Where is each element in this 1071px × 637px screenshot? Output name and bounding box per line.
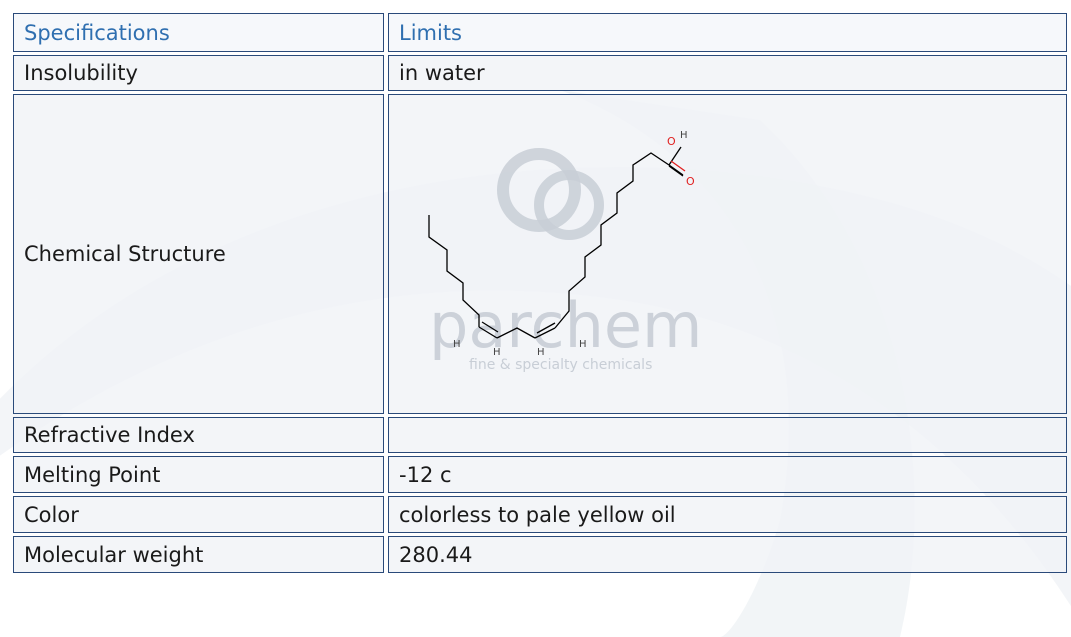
atom-oxygen-hydroxyl: O bbox=[667, 135, 676, 148]
header-limits: Limits bbox=[388, 13, 1067, 52]
table-row: Insolubility in water bbox=[13, 55, 1067, 91]
table-row: Molecular weight 280.44 bbox=[13, 536, 1067, 573]
row-label-insolubility: Insolubility bbox=[13, 55, 384, 91]
row-value-molecular-weight: 280.44 bbox=[388, 536, 1067, 573]
parchem-watermark: parchem fine & specialty chemicals bbox=[429, 148, 702, 373]
row-value-color: colorless to pale yellow oil bbox=[388, 496, 1067, 533]
oleic-acid-structure-drawing: parchem fine & specialty chemicals bbox=[428, 130, 702, 373]
table-header-row: Specifications Limits bbox=[13, 13, 1067, 52]
specifications-table: Specifications Limits Insolubility in wa… bbox=[9, 10, 1071, 576]
header-specifications: Specifications bbox=[13, 13, 384, 52]
atom-hydrogen: H bbox=[453, 339, 461, 350]
row-value-insolubility: in water bbox=[388, 55, 1067, 91]
row-value-refractive-index bbox=[388, 417, 1067, 453]
watermark-tagline: fine & specialty chemicals bbox=[469, 357, 652, 373]
table-row: Melting Point -12 c bbox=[13, 456, 1067, 493]
table-row: Chemical Structure parchem fine & specia… bbox=[13, 94, 1067, 414]
atom-hydrogen: H bbox=[493, 347, 501, 358]
row-label-color: Color bbox=[13, 496, 384, 533]
atom-hydrogen: H bbox=[579, 339, 587, 350]
atom-hydrogen: H bbox=[537, 347, 545, 358]
atom-hydrogen-hydroxyl: H bbox=[680, 130, 688, 141]
row-value-melting-point: -12 c bbox=[388, 456, 1067, 493]
row-label-chemical-structure: Chemical Structure bbox=[13, 94, 384, 414]
row-label-refractive-index: Refractive Index bbox=[13, 417, 384, 453]
table-row: Color colorless to pale yellow oil bbox=[13, 496, 1067, 533]
row-label-melting-point: Melting Point bbox=[13, 456, 384, 493]
row-label-molecular-weight: Molecular weight bbox=[13, 536, 384, 573]
watermark-brand: parchem bbox=[429, 289, 702, 362]
atom-oxygen-carbonyl: O bbox=[686, 175, 695, 188]
chemical-structure-image: parchem fine & specialty chemicals bbox=[389, 95, 1066, 413]
table-row: Refractive Index bbox=[13, 417, 1067, 453]
row-value-chemical-structure: parchem fine & specialty chemicals bbox=[388, 94, 1067, 414]
